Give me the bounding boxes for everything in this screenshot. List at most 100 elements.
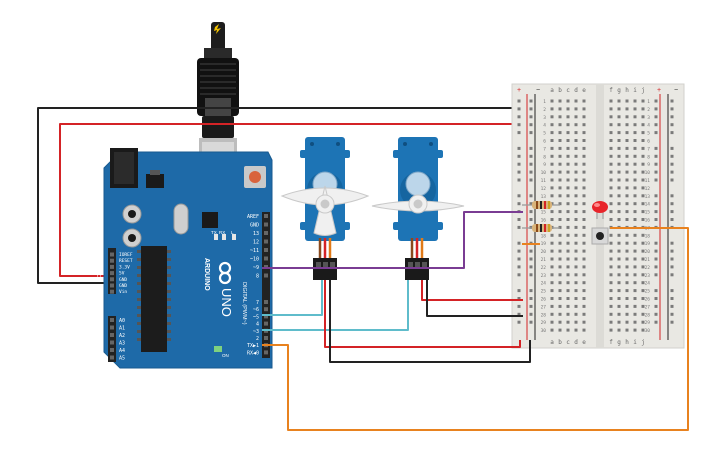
breadboard-hole[interactable] <box>641 265 645 269</box>
breadboard-hole[interactable] <box>633 257 637 261</box>
breadboard-hole[interactable] <box>641 297 645 300</box>
breadboard-hole[interactable] <box>558 265 562 269</box>
breadboard-hole[interactable] <box>641 273 645 277</box>
breadboard-hole[interactable] <box>574 257 578 261</box>
breadboard-hole[interactable] <box>633 186 637 190</box>
breadboard-hole[interactable] <box>582 281 586 285</box>
breadboard-hole[interactable] <box>574 123 578 127</box>
breadboard-hole[interactable] <box>609 202 613 206</box>
breadboard-hole[interactable] <box>633 289 637 293</box>
breadboard-hole[interactable] <box>625 146 629 150</box>
breadboard-hole[interactable] <box>617 99 621 103</box>
breadboard-hole[interactable] <box>558 178 562 182</box>
header-pin[interactable] <box>264 222 268 227</box>
breadboard-hole[interactable] <box>625 115 629 119</box>
header-pin[interactable] <box>110 271 114 276</box>
breadboard-hole[interactable] <box>617 154 621 158</box>
breadboard-hole[interactable] <box>582 225 586 229</box>
breadboard-hole[interactable] <box>633 265 637 269</box>
breadboard-hole[interactable] <box>633 328 637 332</box>
header-pin[interactable] <box>264 350 268 355</box>
breadboard-hole[interactable] <box>641 146 645 150</box>
breadboard-hole[interactable] <box>582 218 586 221</box>
rail-hole[interactable] <box>529 170 533 174</box>
breadboard-hole[interactable] <box>633 115 637 119</box>
rail-hole[interactable] <box>529 99 533 103</box>
resistor-2[interactable] <box>522 224 560 232</box>
breadboard-hole[interactable] <box>574 202 578 206</box>
breadboard-hole[interactable] <box>633 210 637 214</box>
rail-hole[interactable] <box>517 241 521 245</box>
rail-hole[interactable] <box>517 194 521 198</box>
breadboard-hole[interactable] <box>641 210 645 214</box>
breadboard-hole[interactable] <box>582 131 586 135</box>
breadboard-hole[interactable] <box>566 107 570 111</box>
breadboard-hole[interactable] <box>609 178 613 182</box>
breadboard-hole[interactable] <box>582 162 586 166</box>
rail-hole[interactable] <box>529 257 533 261</box>
breadboard-hole[interactable] <box>609 320 613 324</box>
rail-hole[interactable] <box>654 241 658 245</box>
breadboard-hole[interactable] <box>609 265 613 269</box>
breadboard-hole[interactable] <box>574 241 578 245</box>
rail-hole[interactable] <box>654 320 658 324</box>
breadboard-hole[interactable] <box>566 131 570 135</box>
breadboard-hole[interactable] <box>574 170 578 174</box>
breadboard-hole[interactable] <box>633 297 637 300</box>
breadboard-hole[interactable] <box>582 257 586 261</box>
rail-hole[interactable] <box>529 115 533 119</box>
breadboard-hole[interactable] <box>641 107 645 111</box>
breadboard-hole[interactable] <box>617 273 621 277</box>
breadboard-hole[interactable] <box>641 218 645 221</box>
breadboard-hole[interactable] <box>574 210 578 214</box>
breadboard-hole[interactable] <box>609 289 613 293</box>
breadboard-hole[interactable] <box>609 328 613 332</box>
breadboard-hole[interactable] <box>641 281 645 285</box>
rail-hole[interactable] <box>517 249 521 253</box>
breadboard-hole[interactable] <box>550 139 554 142</box>
breadboard-hole[interactable] <box>617 107 621 111</box>
breadboard-hole[interactable] <box>566 312 570 316</box>
breadboard-hole[interactable] <box>558 123 562 127</box>
breadboard-hole[interactable] <box>609 218 613 221</box>
breadboard-hole[interactable] <box>617 297 621 300</box>
breadboard-hole[interactable] <box>625 328 629 332</box>
rail-hole[interactable] <box>529 320 533 324</box>
breadboard-hole[interactable] <box>566 265 570 269</box>
breadboard-hole[interactable] <box>558 194 562 198</box>
breadboard-hole[interactable] <box>617 281 621 285</box>
breadboard-hole[interactable] <box>574 328 578 332</box>
breadboard-hole[interactable] <box>625 202 629 206</box>
breadboard-hole[interactable] <box>582 328 586 332</box>
breadboard-hole[interactable] <box>550 265 554 269</box>
breadboard-hole[interactable] <box>558 289 562 293</box>
rail-hole[interactable] <box>670 162 674 166</box>
breadboard-hole[interactable] <box>566 289 570 293</box>
breadboard-hole[interactable] <box>566 194 570 198</box>
breadboard-hole[interactable] <box>617 131 621 135</box>
breadboard-hole[interactable] <box>582 241 586 245</box>
rail-hole[interactable] <box>654 131 658 135</box>
breadboard-hole[interactable] <box>558 202 562 206</box>
breadboard-hole[interactable] <box>582 320 586 324</box>
header-pin[interactable] <box>264 256 268 261</box>
breadboard-hole[interactable] <box>566 139 570 142</box>
breadboard-hole[interactable] <box>566 225 570 229</box>
breadboard-hole[interactable] <box>574 289 578 293</box>
breadboard-hole[interactable] <box>625 289 629 293</box>
breadboard-hole[interactable] <box>550 320 554 324</box>
rail-hole[interactable] <box>654 99 658 103</box>
rail-hole[interactable] <box>654 265 658 269</box>
rail-hole[interactable] <box>517 297 521 300</box>
breadboard-hole[interactable] <box>574 115 578 119</box>
breadboard-hole[interactable] <box>558 320 562 324</box>
breadboard-hole[interactable] <box>609 107 613 111</box>
rail-hole[interactable] <box>670 194 674 198</box>
breadboard-hole[interactable] <box>550 186 554 190</box>
header-pin[interactable] <box>110 258 114 263</box>
breadboard-hole[interactable] <box>558 107 562 111</box>
breadboard-hole[interactable] <box>641 320 645 324</box>
breadboard-hole[interactable] <box>558 328 562 332</box>
rail-hole[interactable] <box>654 154 658 158</box>
breadboard-hole[interactable] <box>558 146 562 150</box>
